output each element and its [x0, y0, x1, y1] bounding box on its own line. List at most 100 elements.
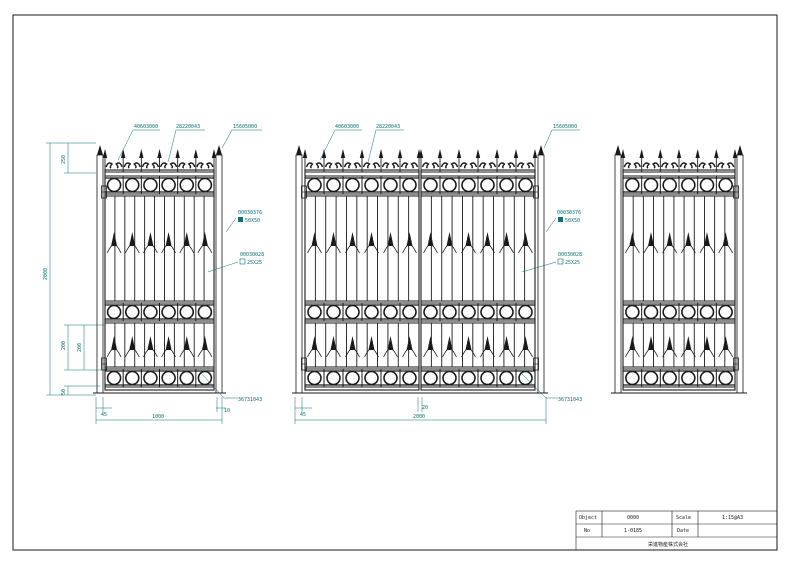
lance-head — [503, 232, 510, 246]
lance-head — [387, 232, 394, 246]
lance-wing — [423, 347, 438, 358]
title-no-value: 1-0185 — [624, 528, 642, 534]
scroll-ornament — [196, 162, 214, 169]
gate-left-top-height: 250 — [61, 155, 67, 164]
title-scale-label: Scale — [676, 515, 691, 521]
lance-wing — [442, 347, 457, 358]
scroll-ornament — [516, 162, 535, 169]
lance-wing — [345, 347, 360, 358]
scroll-ornament — [141, 162, 160, 169]
gate-middle-dimension-lines — [294, 397, 547, 424]
ring — [179, 370, 195, 386]
ring — [364, 370, 379, 386]
gate-left-post-pipe-size: 50X50 — [245, 218, 260, 224]
post — [96, 154, 104, 394]
lance-wing — [197, 347, 213, 358]
ring — [143, 177, 158, 193]
scroll-ornament — [324, 162, 343, 169]
ring — [197, 370, 213, 386]
ring — [662, 370, 677, 386]
lance-wing — [718, 347, 734, 358]
ring — [326, 304, 341, 320]
lance-head — [311, 232, 318, 246]
gate-middle-hinge-label: 36731043 — [558, 397, 582, 403]
lance-wing — [179, 243, 195, 254]
lance-wing — [718, 243, 734, 254]
ring — [345, 370, 360, 386]
ring — [383, 370, 398, 386]
gate-middle-center-gap: 20 — [422, 405, 428, 411]
title-no-label: No — [584, 528, 590, 534]
gate-left-post-offset: 45 — [101, 412, 107, 418]
ring — [161, 370, 176, 386]
lance-head — [201, 232, 208, 246]
ring — [423, 304, 438, 320]
spear-finial — [418, 149, 424, 158]
scroll-ornament — [381, 162, 400, 169]
gate-middle-frame-size: 25X25 — [565, 260, 580, 266]
ring — [307, 177, 322, 193]
lance-wing — [643, 243, 659, 254]
drawing-border — [12, 14, 778, 551]
lance-wing — [518, 243, 533, 254]
scroll-ornament — [343, 162, 362, 169]
lance-wing — [364, 243, 379, 254]
ring — [499, 177, 514, 193]
post-cap — [538, 145, 544, 155]
gate-left-frame-size: 25X25 — [247, 260, 262, 266]
ring — [143, 304, 158, 320]
lance-head — [704, 232, 710, 246]
spear-finial — [378, 149, 384, 158]
scroll-ornament — [178, 162, 196, 169]
gate-frame — [622, 169, 736, 391]
title-object-value: 0000 — [627, 515, 639, 521]
lance-head — [111, 232, 118, 246]
lance-wing — [461, 243, 476, 254]
spear-finial — [175, 149, 180, 158]
spear-finial — [340, 149, 346, 158]
spear-finial — [359, 149, 365, 158]
scroll-ornament — [440, 162, 459, 169]
lance-head — [666, 336, 673, 350]
spear-finial — [475, 149, 481, 158]
ring — [699, 304, 715, 320]
ring — [643, 304, 659, 320]
ring — [423, 177, 438, 193]
ring — [307, 370, 322, 386]
spear-finial — [732, 149, 738, 158]
scroll-ornament — [159, 162, 178, 169]
gate-left-frame-code: 00030028 — [240, 252, 264, 258]
lance-wing — [402, 243, 417, 254]
ring — [383, 304, 398, 320]
lance-head — [427, 232, 434, 246]
gate-left-total-height: 2000 — [43, 268, 49, 280]
lance-head — [722, 232, 729, 246]
lance-head — [648, 232, 654, 246]
spear-finial — [211, 149, 217, 158]
lance-wing — [106, 243, 122, 254]
ring — [461, 177, 476, 193]
lance-head — [311, 336, 318, 350]
scroll-ornament — [362, 162, 381, 169]
lance-wing — [161, 243, 176, 254]
lance-wing — [662, 347, 678, 358]
lance-wing — [499, 347, 514, 358]
spear-finial — [532, 149, 538, 158]
spear-finial — [676, 149, 682, 158]
lance-wing — [624, 347, 640, 358]
lance-head — [165, 336, 172, 350]
lance-head — [685, 336, 692, 350]
lance-head — [465, 336, 472, 350]
ring — [699, 177, 715, 193]
title-object-label: Object — [579, 515, 597, 521]
gate-left-callouts — [117, 129, 262, 399]
ring — [143, 370, 158, 386]
lance-head — [648, 336, 654, 350]
lance-wing — [518, 347, 533, 358]
ring — [442, 304, 457, 320]
gate-left-dimension-lines — [46, 142, 226, 424]
lance-head — [330, 232, 337, 246]
scroll-ornament — [305, 162, 324, 169]
ring — [124, 304, 140, 320]
post-cap — [615, 145, 621, 155]
